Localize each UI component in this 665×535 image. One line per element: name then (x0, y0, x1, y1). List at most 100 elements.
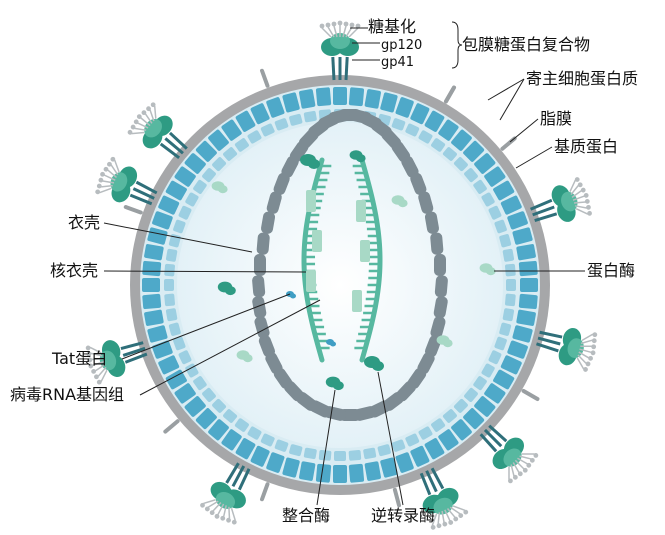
capsid-segment (254, 254, 266, 276)
matrix-protein-unit (299, 89, 317, 123)
glycan-tip (331, 21, 337, 27)
matrix-protein-unit (405, 433, 430, 467)
matrix-protein-unit (282, 444, 303, 478)
matrix-block-outer (235, 438, 256, 460)
glycan-tip (107, 161, 112, 167)
matrix-block-outer (380, 92, 398, 113)
leader-lipid-membrane (509, 118, 539, 143)
matrix-protein-unit (174, 166, 207, 194)
nucleocapsid-protein (360, 240, 370, 262)
glycan-branch (508, 466, 510, 480)
gp41-stalk (168, 131, 188, 150)
glycan-branch (104, 174, 116, 181)
matrix-block-outer (364, 89, 381, 109)
matrix-protein-unit (184, 387, 216, 417)
matrix-block-outer (221, 119, 242, 141)
glycan-branch (89, 346, 102, 354)
glycan-tip (325, 22, 331, 28)
protease-molecule (218, 185, 228, 194)
glycan-tip (220, 515, 226, 521)
matrix-protein-unit (442, 129, 472, 161)
envelope-spikes (85, 20, 598, 530)
matrix-block-inner (502, 248, 515, 262)
matrix-block-inner (185, 192, 199, 207)
glycan-branch (140, 117, 151, 127)
glycan-branch (230, 507, 236, 521)
matrix-protein-unit (473, 166, 506, 194)
matrix-block-inner (193, 376, 207, 391)
glycan-branch (327, 26, 335, 38)
glycan-tip (146, 106, 151, 112)
matrix-protein-unit (488, 350, 522, 375)
glycan-tip (592, 332, 598, 338)
glycan-tip (588, 355, 593, 361)
matrix-protein-unit (299, 447, 317, 481)
glycan-branch (92, 360, 105, 367)
matrix-block-inner (164, 293, 175, 307)
matrix-block-outer (424, 438, 445, 460)
matrix-block-inner (494, 336, 507, 351)
leader-nucleocapsid (103, 270, 307, 273)
glycan-tip (319, 23, 325, 29)
matrix-block-outer (282, 457, 300, 478)
label-gp120: gp120 (381, 38, 423, 53)
label-glycosylation: 糖基化 (368, 17, 417, 36)
glycan-tip (430, 524, 436, 530)
matrix-block-outer (333, 87, 347, 105)
glycan-tip (226, 517, 231, 523)
matrix-block-inner (185, 363, 199, 378)
matrix-block-inner (499, 322, 512, 336)
envelope-glycoprotein-complex (419, 467, 469, 530)
matrix-block-inner (202, 387, 216, 402)
glycan-tip (133, 119, 139, 125)
glycan-tip (204, 506, 210, 512)
matrix-block-outer (380, 457, 398, 478)
gp41-stalk (344, 56, 349, 81)
leader-host-protein-2 (499, 78, 525, 121)
matrix-protein-unit (453, 140, 485, 172)
matrix-block-inner (431, 138, 446, 152)
glycan-branch (431, 513, 438, 526)
matrix-block-inner (247, 426, 262, 440)
envelope-glycoprotein-complex (85, 340, 148, 385)
matrix-block-outer (142, 278, 160, 292)
matrix-protein-unit (333, 451, 347, 483)
glycan-tip (448, 520, 454, 525)
envelope-glycoprotein-complex (535, 327, 598, 372)
glycan-branch (348, 27, 359, 38)
matrix-block-inner (173, 219, 186, 234)
matrix-block-outer (142, 260, 162, 277)
matrix-block-inner (178, 205, 192, 220)
glycan-tip (458, 513, 464, 518)
matrix-block-outer (451, 419, 472, 441)
glycan-tip (214, 513, 220, 519)
matrix-block-inner (260, 123, 275, 137)
gp41-stalk (425, 470, 438, 493)
matrix-block-inner (173, 336, 186, 351)
glycan-tip (587, 210, 592, 216)
matrix-protein-unit (499, 227, 533, 248)
matrix-protein-unit (505, 260, 538, 277)
matrix-protein-unit (391, 439, 414, 473)
leader-reverse-transcriptase (377, 371, 404, 506)
matrix-block-outer (395, 452, 414, 473)
matrix-protein-unit (208, 129, 238, 161)
matrix-block-inner (274, 118, 289, 131)
protease-molecule (243, 354, 253, 363)
glycan-tip (96, 379, 102, 385)
capsid-segment (434, 254, 446, 276)
matrix-block-outer (282, 92, 300, 113)
host-cell-protein (260, 482, 270, 502)
matrix-block-outer (147, 227, 168, 245)
matrix-block-inner (164, 263, 175, 277)
matrix-block-inner (193, 179, 207, 194)
glycan-branch (570, 185, 579, 196)
matrix-block-outer (144, 244, 164, 261)
matrix-block-inner (453, 398, 468, 413)
glycan-tip (200, 502, 205, 508)
matrix-block-outer (208, 419, 229, 441)
label-nucleocapsid: 核衣壳 (50, 261, 99, 280)
matrix-protein-unit (502, 308, 536, 326)
